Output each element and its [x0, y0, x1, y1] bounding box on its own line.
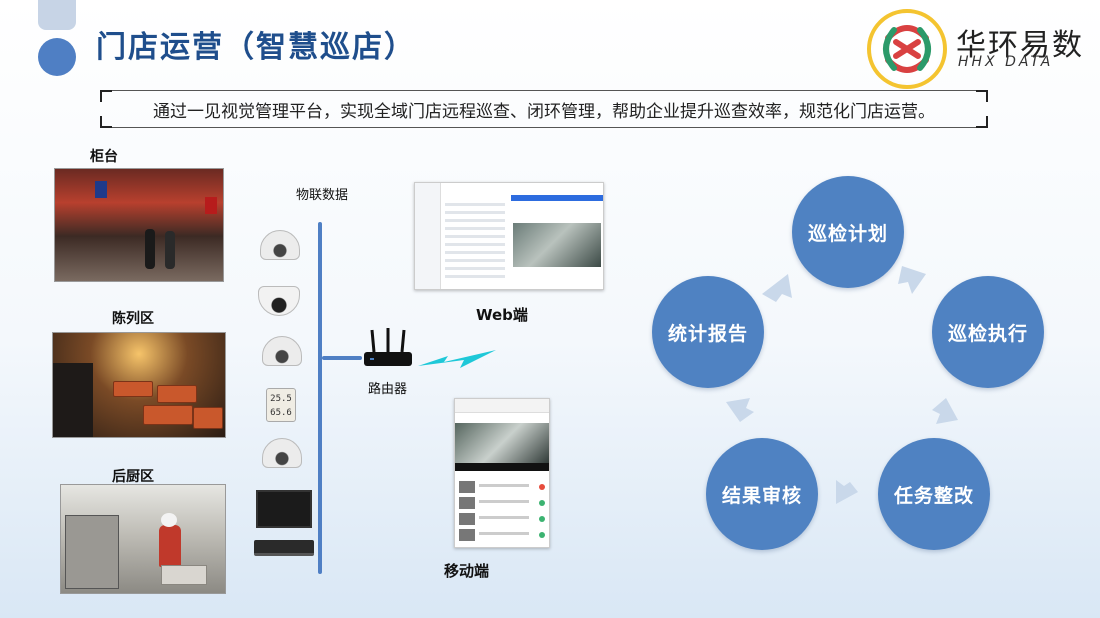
- nvr-recorder-icon: [254, 540, 314, 556]
- bullet-camera-icon: [262, 336, 302, 366]
- iot-data-label: 物联数据: [296, 188, 349, 203]
- area-label-display: 陈列区: [112, 311, 154, 327]
- logo-icon: [867, 9, 947, 89]
- ptz-camera-icon: [258, 286, 300, 316]
- area-label-counter: 柜台: [90, 149, 118, 165]
- cycle-node-rectify: 任务整改: [878, 438, 990, 550]
- sensor-reading-2: 65.6: [270, 408, 292, 418]
- dome-camera-icon: [260, 230, 300, 260]
- temperature-sensor-icon: 25.5 65.6: [266, 388, 296, 422]
- cycle-node-plan: 巡检计划: [792, 176, 904, 288]
- router-icon: [364, 328, 412, 366]
- web-client-label: Web端: [476, 306, 528, 324]
- logo-text-cn: 华环易数: [956, 28, 1084, 63]
- mobile-client-screenshot: [454, 398, 550, 548]
- network-branch-line: [322, 356, 362, 360]
- header-bullet: [38, 38, 76, 76]
- subtitle-text: 通过一见视觉管理平台，实现全域门店远程巡查、闭环管理，帮助企业提升巡查效率，规范…: [153, 101, 935, 122]
- logo-text-en: HHX DATA: [958, 54, 1054, 70]
- cycle-node-execute: 巡检执行: [932, 276, 1044, 388]
- monitor-icon: [256, 490, 312, 528]
- network-bus-line: [318, 222, 322, 574]
- kitchen-photo: [60, 484, 226, 594]
- wireless-signal-icon: [418, 350, 496, 368]
- web-client-screenshot: [414, 182, 604, 290]
- counter-photo: [54, 168, 224, 282]
- cycle-node-report: 统计报告: [652, 276, 764, 388]
- area-label-kitchen: 后厨区: [112, 469, 154, 485]
- mobile-client-label: 移动端: [444, 562, 490, 580]
- cycle-node-review: 结果审核: [706, 438, 818, 550]
- cycle-arrows: [726, 266, 958, 504]
- header-decoration: [38, 0, 76, 30]
- page-title: 门店运营（智慧巡店）: [96, 30, 416, 65]
- turret-camera-icon: [262, 438, 302, 468]
- display-area-photo: [52, 332, 226, 438]
- subtitle-box: 通过一见视觉管理平台，实现全域门店远程巡查、闭环管理，帮助企业提升巡查效率，规范…: [100, 90, 988, 128]
- router-label: 路由器: [368, 382, 408, 397]
- sensor-reading-1: 25.5: [270, 394, 292, 404]
